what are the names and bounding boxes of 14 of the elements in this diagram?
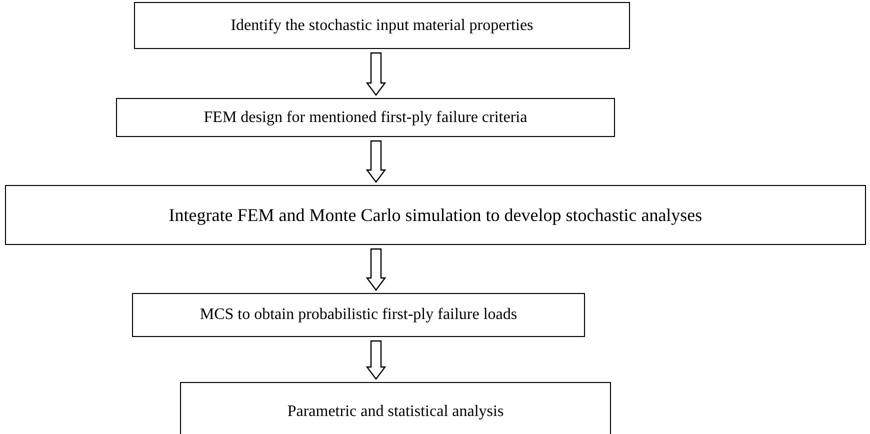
process-box bbox=[134, 2, 630, 49]
step-text: FEM design for mentioned first-ply failure criteria bbox=[204, 108, 528, 126]
arrow bbox=[366, 248, 386, 291]
arrow bbox=[366, 140, 386, 183]
step-text: Parametric and statistical analysis bbox=[287, 403, 504, 421]
arrow bbox=[366, 52, 386, 96]
process-box bbox=[5, 185, 866, 245]
process-box bbox=[180, 382, 611, 434]
step-text: Integrate FEM and Monte Carlo simulation to develop stochastic analyses bbox=[168, 204, 702, 226]
arrow bbox=[366, 340, 386, 380]
process-box bbox=[132, 293, 585, 337]
process-box bbox=[116, 98, 615, 137]
step-text: MCS to obtain probabilistic first-ply failure loads bbox=[200, 306, 518, 324]
step-text: Identify the stochastic input material properties bbox=[230, 16, 534, 34]
